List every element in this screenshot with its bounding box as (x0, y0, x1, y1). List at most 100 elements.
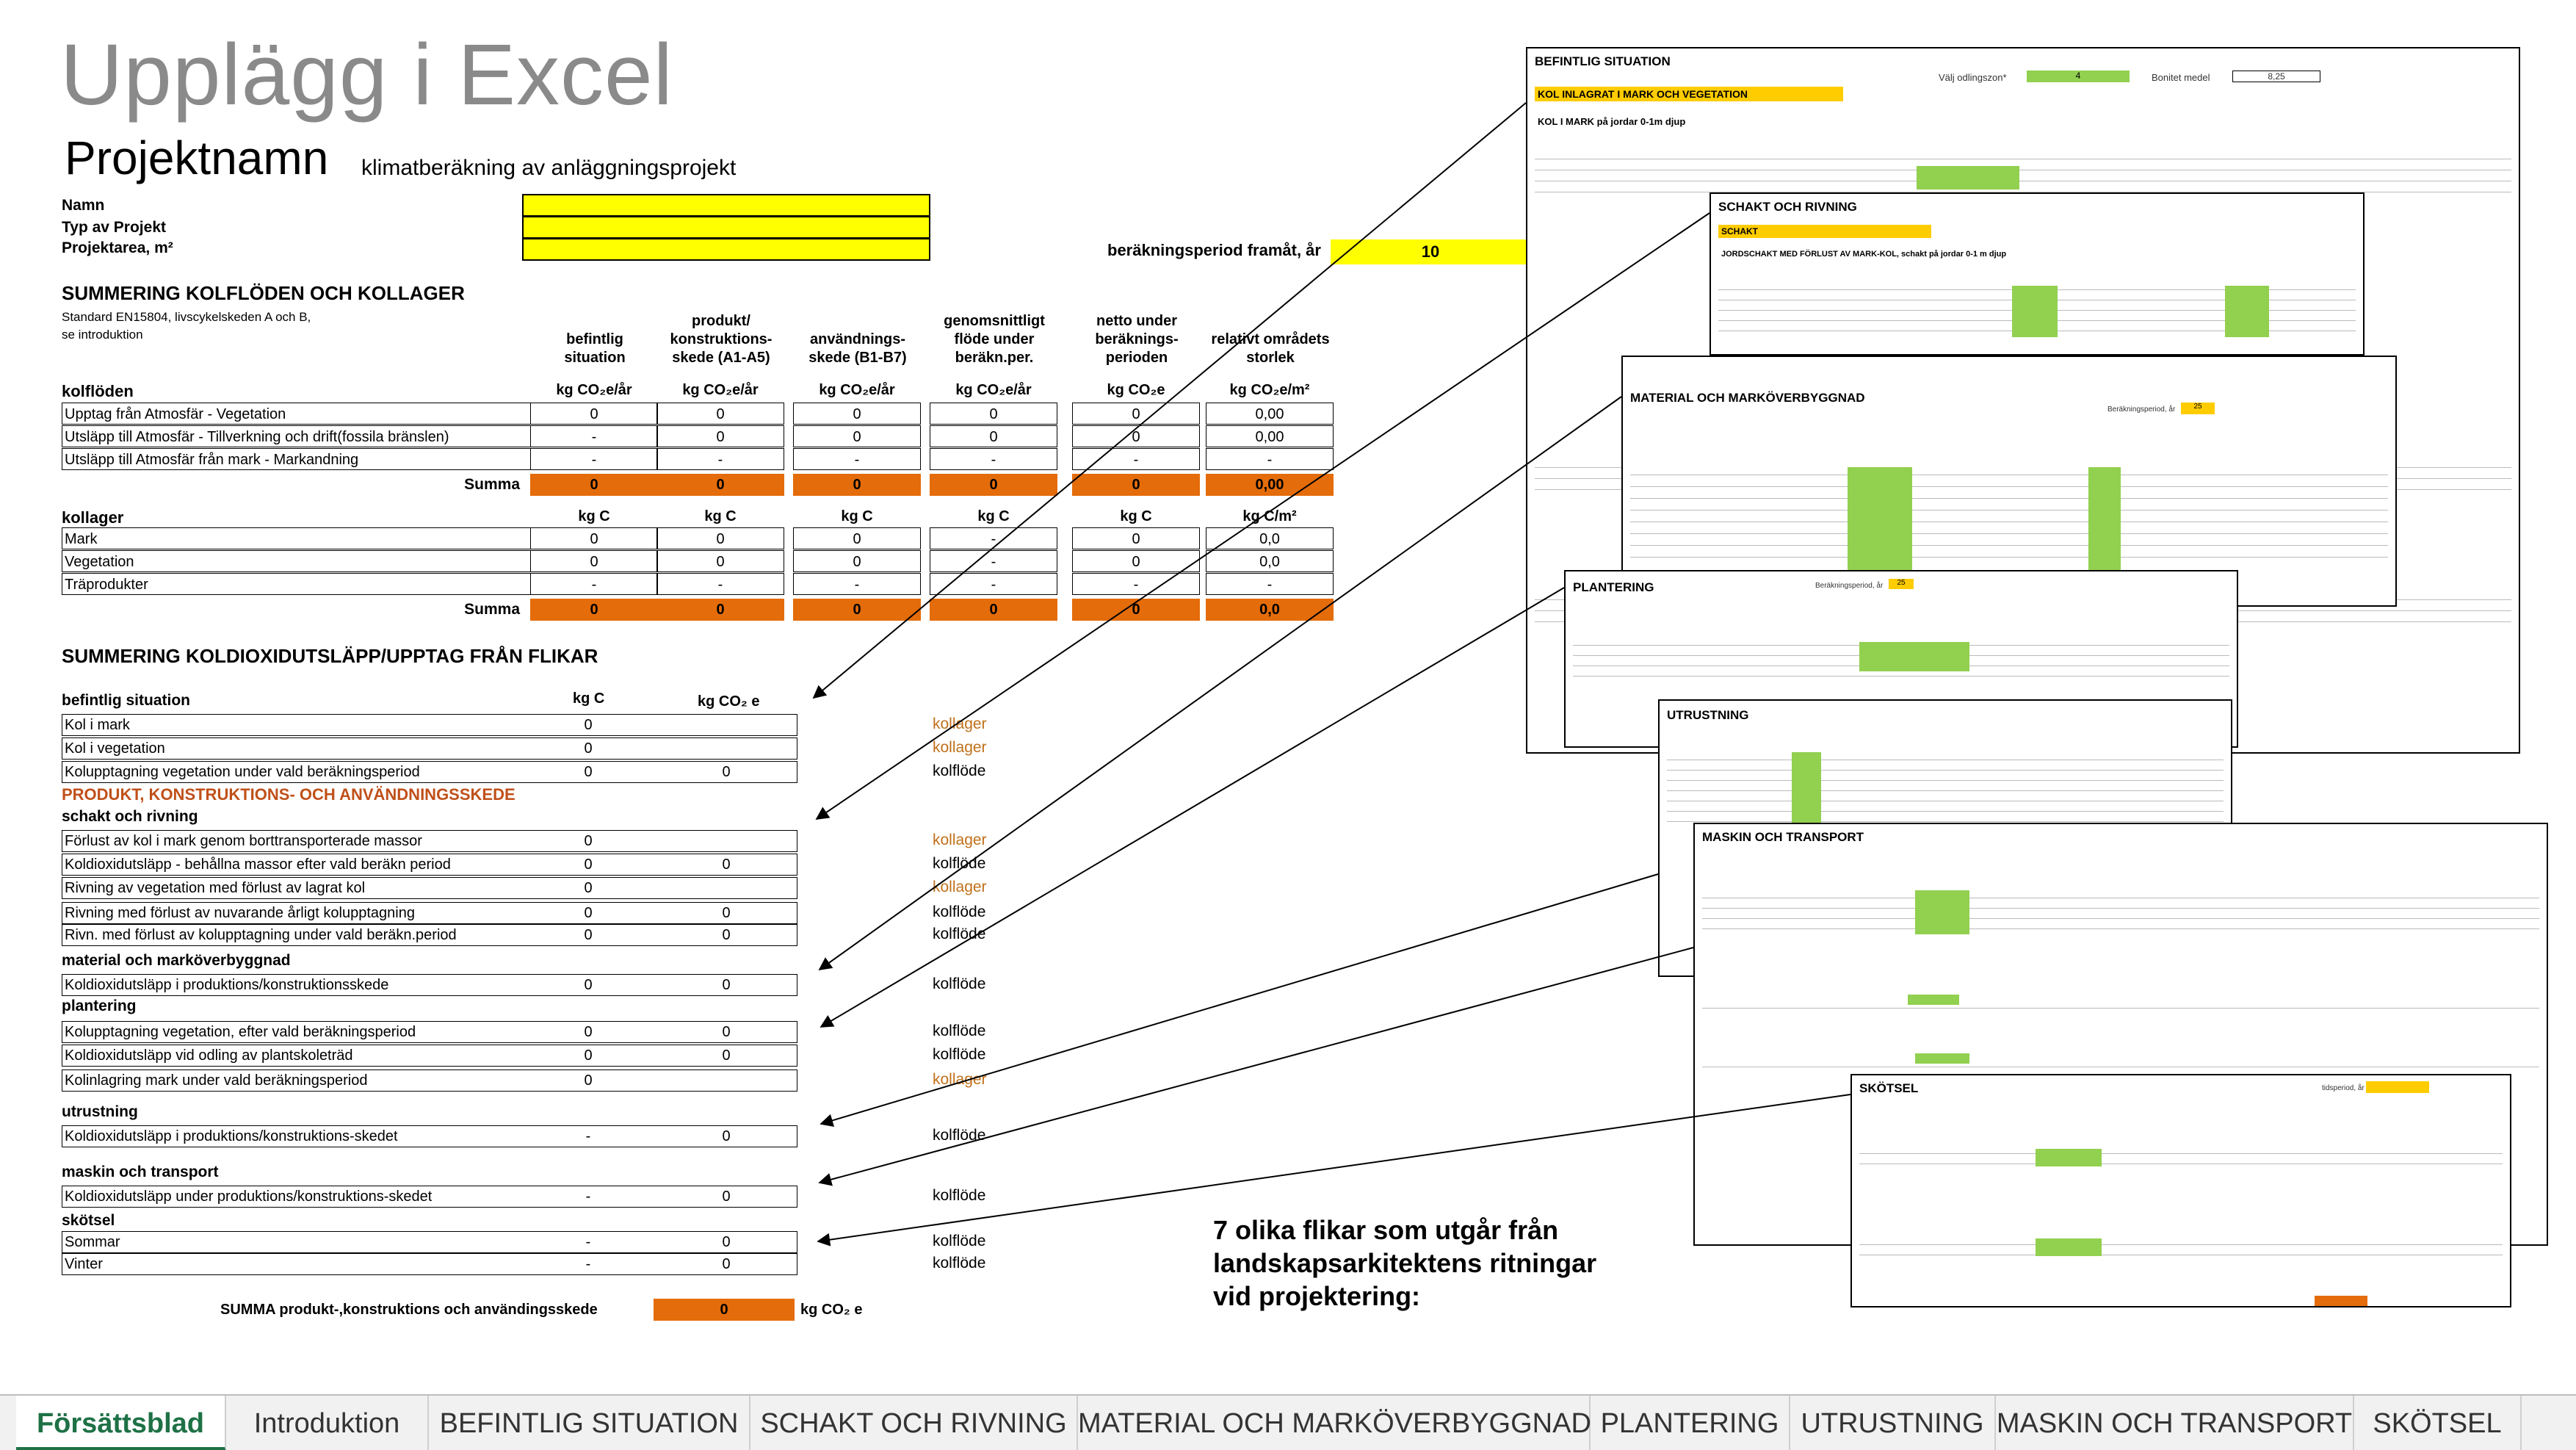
kolfloden_rows-cell-0-0: 0 (530, 403, 658, 425)
kolfloden_rows-cell-2-1: - (656, 448, 784, 470)
input-typ[interactable] (522, 216, 930, 239)
befintlig_rows-1-v1: 0 (584, 740, 593, 757)
plantering_rows-1-tag: kolflöde (933, 1046, 986, 1063)
kollager_units-0: kg C (578, 508, 610, 524)
kollager_rows-cell-2-2: - (793, 573, 921, 595)
kollager_units-3: kg C (977, 508, 1010, 524)
plantering_rows-2-tag: kollager (933, 1071, 987, 1088)
tab-forsattsblad[interactable]: Försättsblad (16, 1396, 226, 1450)
column-header-1-line-2: skede (A1-A5) (672, 350, 770, 366)
kolfloden_rows-cell-1-2: 0 (793, 425, 921, 447)
column-header-3-line-1: flöde under (954, 331, 1035, 347)
summa_kollager-2: 0 (793, 599, 921, 621)
skotsel_rows-1-tag: kolflöde (933, 1255, 986, 1272)
plantering_rows-2-v1: 0 (584, 1072, 593, 1089)
summa_kolfloden-4: 0 (1072, 474, 1200, 496)
schakt_rows-2-tag: kollager (933, 879, 987, 895)
skotsel_rows-1-v1: - (585, 1256, 591, 1272)
plantering_rows-2: Kolinlagring mark under vald beräkningsp… (62, 1070, 797, 1092)
flikar-note: 7 olika flikar som utgår från landskapsa… (1213, 1213, 1596, 1313)
arrow-plantering (820, 587, 1565, 1028)
sheet-tab-bar: Försättsblad Introduktion BEFINTLIG SITU… (0, 1394, 2576, 1450)
kolfloden_rows-cell-0-3: 0 (930, 403, 1057, 425)
info-label-area: Projektarea, m² (62, 239, 173, 256)
tab-introduktion[interactable]: Introduktion (226, 1396, 429, 1450)
kollager_rows-cell-1-2: 0 (793, 550, 921, 572)
summa_kollager-1: 0 (656, 599, 784, 621)
befintlig_rows-0-v1: 0 (584, 717, 593, 733)
thumb-material: MATERIAL OCH MARKÖVERBYGGNAD Beräkningsp… (1621, 356, 2397, 607)
summa_kolfloden-1: 0 (656, 474, 784, 496)
column-header-3-line-2: beräkn.per. (955, 350, 1034, 366)
note-line-1: 7 olika flikar som utgår från (1213, 1215, 1559, 1245)
kolfloden_rows-cell-0-1: 0 (656, 403, 784, 425)
plantering_rows-0-tag: kolflöde (933, 1022, 986, 1039)
material_head: material och marköverbyggnad (62, 952, 291, 969)
input-namn[interactable] (522, 194, 930, 217)
utrustning_rows-0-v1: - (585, 1128, 591, 1144)
material_rows-0-v1: 0 (584, 977, 593, 993)
tab-skotsel[interactable]: SKÖTSEL (2354, 1396, 2522, 1450)
kollager_rows-cell-0-5: 0,0 (1206, 527, 1334, 549)
thumb-skotsel-title: SKÖTSEL (1859, 1081, 1919, 1095)
plantering_rows-1: Koldioxidutsläpp vid odling av plantskol… (62, 1045, 797, 1067)
tab-utrustning[interactable]: UTRUSTNING (1790, 1396, 1996, 1450)
total-label: SUMMA produkt-,konstruktions och användi… (220, 1302, 598, 1318)
befintlig_rows-2: Kolupptagning vegetation under vald berä… (62, 761, 797, 783)
arrow-befintlig (812, 102, 1527, 699)
kolfloden_rows-cell-1-4: 0 (1072, 425, 1200, 447)
schakt_rows-3-v1: 0 (584, 905, 593, 921)
input-area[interactable] (522, 238, 930, 261)
kolfloden_units-2: kg CO₂e/år (819, 382, 895, 398)
schakt_rows-2: Rivning av vegetation med förlust av lag… (62, 877, 797, 899)
kolfloden_units-0: kg CO₂e/år (556, 382, 632, 398)
period-input[interactable]: 10 (1331, 239, 1530, 264)
kollager_rows-cell-2-5: - (1206, 573, 1334, 595)
kollager-label: kollager (62, 508, 124, 527)
befintlig_rows-1-tag: kollager (933, 739, 987, 756)
befintlig-heading: befintlig situation (62, 692, 190, 709)
thumb-befintlig-bonitet-val: 8,25 (2232, 71, 2320, 82)
utrustning_head: utrustning (62, 1103, 138, 1120)
schakt_rows-0-v1: 0 (584, 833, 593, 849)
schakt_rows-0-tag: kollager (933, 832, 987, 848)
summa_kollager-4: 0 (1072, 599, 1200, 621)
thumb-befintlig-zon-label: Välj odlingszon* (1939, 72, 2007, 83)
schakt_rows-3: Rivning med förlust av nuvarande årligt … (62, 902, 797, 924)
column-header-5-line-0: relativt områdets (1211, 331, 1330, 347)
tab-schakt-och-rivning[interactable]: SCHAKT OCH RIVNING (750, 1396, 1078, 1450)
tab-maskin-och-transport[interactable]: MASKIN OCH TRANSPORT (1996, 1396, 2354, 1450)
kollager_rows-cell-2-4: - (1072, 573, 1200, 595)
kolfloden_rows-cell-1-3: 0 (930, 425, 1057, 447)
note-line-2: landskapsarkitektens ritningar (1213, 1248, 1597, 1278)
thumb-skotsel-line: tidsperiod, år (2322, 1084, 2365, 1092)
thumb-skotsel: SKÖTSEL tidsperiod, år (1850, 1074, 2511, 1307)
thumb-schakt-sub: SCHAKT (1721, 226, 1758, 237)
kollager_rows-cell-2-0: - (530, 573, 658, 595)
kolfloden_units-3: kg CO₂e/år (955, 382, 1032, 398)
tab-material[interactable]: MATERIAL OCH MARKÖVERBYGGNAD (1078, 1396, 1591, 1450)
thumb-plantering-line: Beräkningsperiod, år (1815, 582, 1884, 590)
plantering_rows-0-v1: 0 (584, 1024, 593, 1040)
column-header-4-line-0: netto under (1096, 313, 1177, 329)
column-header-2-line-0: användnings- (809, 331, 905, 347)
kollager_rows-cell-1-5: 0,0 (1206, 550, 1334, 572)
tab-plantering[interactable]: PLANTERING (1591, 1396, 1790, 1450)
material_rows-0-tag: kolflöde (933, 975, 986, 992)
column-header-2-line-1: skede (B1-B7) (808, 350, 907, 366)
utrustning_rows-0-v2: 0 (722, 1128, 731, 1144)
thumb-befintlig-sub: KOL INLAGRAT I MARK OCH VEGETATION (1538, 88, 1748, 100)
summa_kolfloden-3: 0 (930, 474, 1057, 496)
thumb-befintlig-zon-val: 4 (2027, 71, 2130, 82)
befintlig_rows-2-v1: 0 (584, 764, 593, 780)
summa-kollager-label: Summa (464, 601, 520, 618)
tab-befintlig-situation[interactable]: BEFINTLIG SITUATION (429, 1396, 750, 1450)
schakt_rows-2-v1: 0 (584, 880, 593, 896)
column-header-1-line-1: konstruktions- (670, 331, 773, 347)
summa_kollager-0: 0 (530, 599, 658, 621)
kollager_rows-cell-2-1: - (656, 573, 784, 595)
thumb-material-val: 25 (2181, 403, 2215, 414)
